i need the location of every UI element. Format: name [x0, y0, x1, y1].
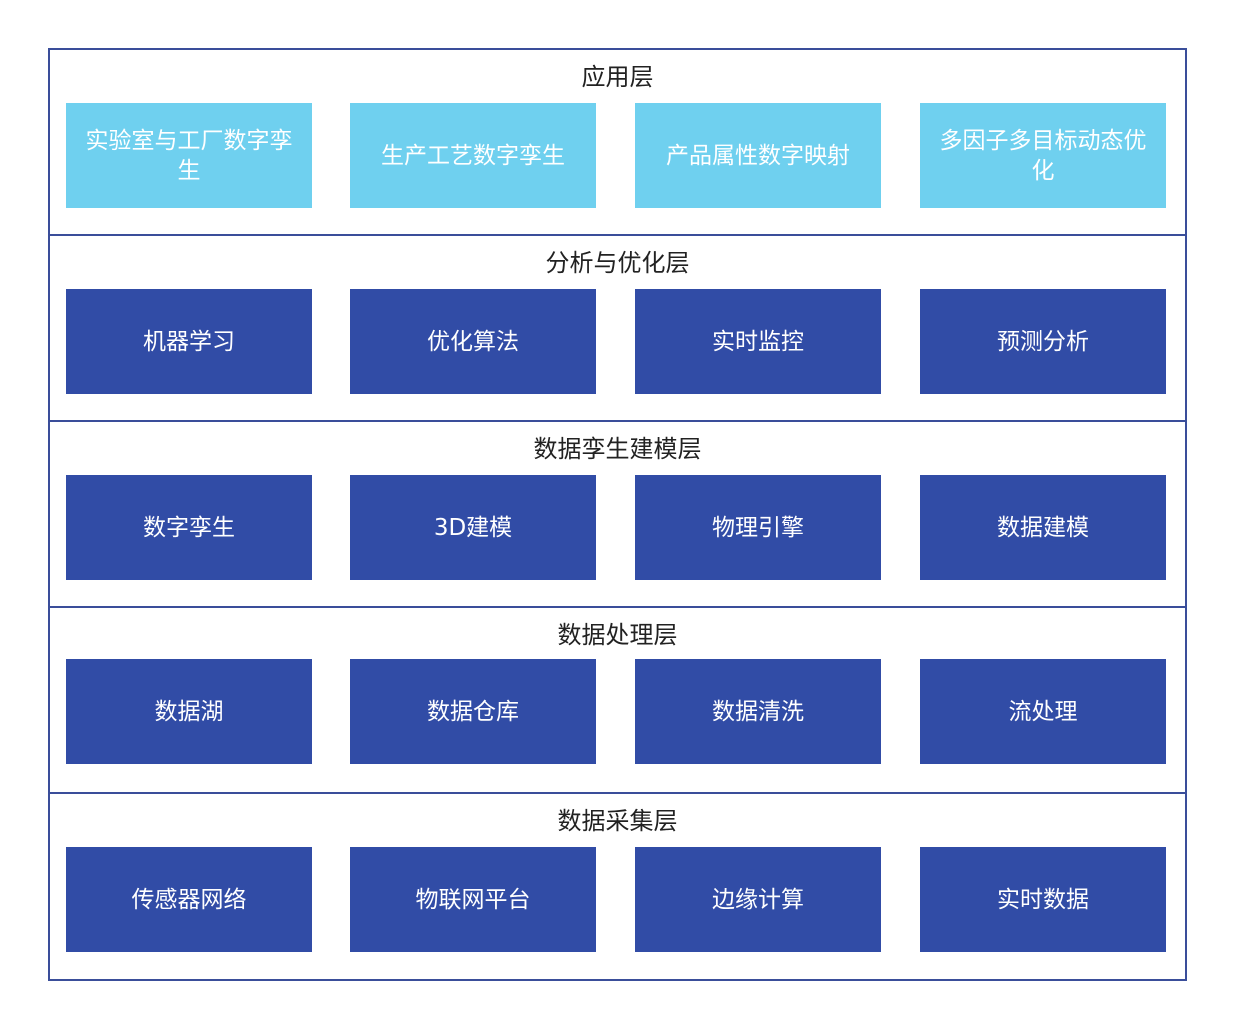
box-process-twin[interactable]: 生产工艺数字孪生	[350, 103, 596, 208]
box-machine-learning[interactable]: 机器学习	[66, 289, 312, 394]
box-physics-engine[interactable]: 物理引擎	[635, 475, 881, 580]
box-label: 多因子多目标动态优化	[939, 127, 1147, 184]
box-data-modeling[interactable]: 数据建模	[920, 475, 1166, 580]
box-label: 流处理	[1008, 698, 1078, 725]
box-label: 实验室与工厂数字孪生	[85, 127, 293, 184]
box-label: 数据湖	[154, 698, 224, 725]
architecture-diagram: 应用层 实验室与工厂数字孪生 生产工艺数字孪生 产品属性数字映射 多因子多目标动…	[48, 48, 1187, 981]
box-label: 传感器网络	[131, 886, 247, 913]
layer-title: 数据孪生建模层	[533, 435, 702, 463]
box-label: 数据清洗	[712, 698, 804, 725]
box-realtime-data[interactable]: 实时数据	[920, 847, 1166, 952]
box-label: 预测分析	[997, 328, 1089, 355]
box-label: 物理引擎	[712, 514, 804, 541]
box-label: 实时监控	[712, 328, 804, 355]
box-multi-objective-optimization[interactable]: 多因子多目标动态优化	[920, 103, 1166, 208]
box-3d-modeling[interactable]: 3D建模	[350, 475, 596, 580]
box-label: 实时数据	[997, 886, 1089, 913]
box-label: 产品属性数字映射	[666, 142, 850, 169]
box-iot-platform[interactable]: 物联网平台	[350, 847, 596, 952]
box-data-warehouse[interactable]: 数据仓库	[350, 659, 596, 764]
box-label: 机器学习	[143, 328, 235, 355]
layer-title: 数据采集层	[557, 807, 678, 835]
box-label: 数据仓库	[427, 698, 519, 725]
box-label: 数据建模	[997, 514, 1089, 541]
box-label: 数字孪生	[143, 514, 235, 541]
layer-title: 分析与优化层	[545, 249, 690, 277]
box-edge-computing[interactable]: 边缘计算	[635, 847, 881, 952]
box-sensor-network[interactable]: 传感器网络	[66, 847, 312, 952]
box-label: 优化算法	[427, 328, 519, 355]
box-lab-factory-twin[interactable]: 实验室与工厂数字孪生	[66, 103, 312, 208]
box-digital-twin[interactable]: 数字孪生	[66, 475, 312, 580]
box-label: 物联网平台	[415, 886, 531, 913]
box-data-lake[interactable]: 数据湖	[66, 659, 312, 764]
layer-title: 应用层	[581, 63, 654, 91]
layer-data-processing: 数据处理层 数据湖 数据仓库 数据清洗 流处理	[48, 606, 1187, 796]
box-realtime-monitoring[interactable]: 实时监控	[635, 289, 881, 394]
box-label: 3D建模	[433, 514, 513, 541]
box-predictive-analysis[interactable]: 预测分析	[920, 289, 1166, 394]
box-product-mapping[interactable]: 产品属性数字映射	[635, 103, 881, 208]
layer-data-collection: 数据采集层 传感器网络 物联网平台 边缘计算 实时数据	[48, 792, 1187, 981]
box-data-cleaning[interactable]: 数据清洗	[635, 659, 881, 764]
box-stream-processing[interactable]: 流处理	[920, 659, 1166, 764]
layer-application: 应用层 实验室与工厂数字孪生 生产工艺数字孪生 产品属性数字映射 多因子多目标动…	[48, 48, 1187, 238]
box-label: 边缘计算	[712, 886, 804, 913]
box-label: 生产工艺数字孪生	[381, 142, 565, 169]
layer-twin-modeling: 数据孪生建模层 数字孪生 3D建模 物理引擎 数据建模	[48, 420, 1187, 610]
layer-title: 数据处理层	[557, 621, 678, 649]
layer-analysis-optimization: 分析与优化层 机器学习 优化算法 实时监控 预测分析	[48, 234, 1187, 424]
box-optimization-algorithm[interactable]: 优化算法	[350, 289, 596, 394]
